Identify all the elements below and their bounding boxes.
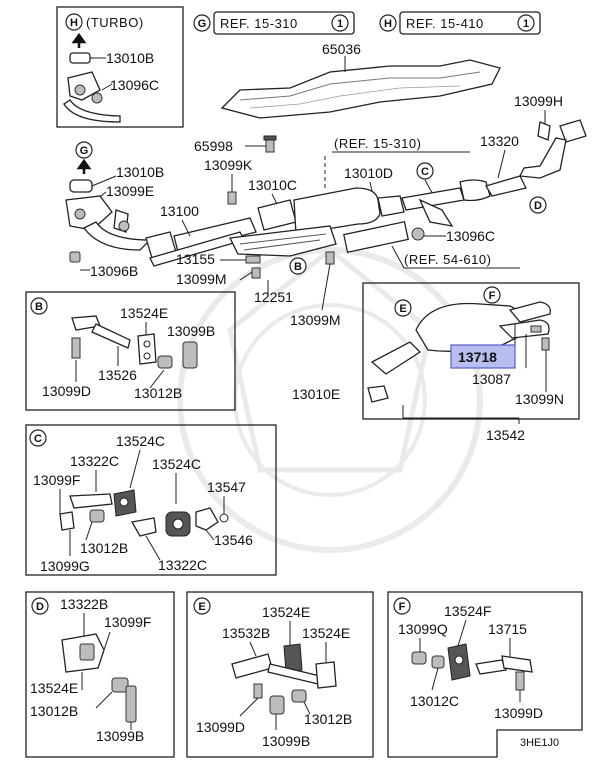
label-13099f-c: 13099F [33,472,80,488]
label-13099e: 13099E [106,183,154,199]
turbo-box-title: (TURBO) [86,15,144,30]
turbo-inset-box: H (TURBO) 13010B 13096C [56,6,184,128]
ref-15-310-text: (REF. 15-310) [334,136,421,151]
box-b: B 13524E 13099B 13526 13099D 13012B [25,291,236,411]
label-13099n: 13099N [515,391,564,407]
callout-e-box: E [198,601,205,613]
turbo-box-letter: H [70,17,78,29]
box-d: D 13322B 13099F 13524E 13012B 13099B [25,591,175,758]
muffler-section: E F 13718 13087 13099N 13010E 13542 [292,282,580,443]
label-13322c-b: 13322C [158,557,207,573]
label-65998: 65998 [194,138,233,154]
label-13010b-h: 13010B [106,50,154,66]
label-13524e-b: 13524E [120,305,168,321]
label-13099g: 13099G [40,558,90,574]
label-13099m-a: 13099M [176,271,227,287]
diagram-code: 3HE1J0 [520,737,559,749]
label-13010c: 13010C [248,177,297,193]
label-13096c: 13096C [446,228,495,244]
label-13322c-a: 13322C [70,453,119,469]
label-13012b-d: 13012B [30,703,78,719]
ref-h-header: H REF. 15-410 1 [379,11,541,35]
callout-f-muffler: F [489,290,496,302]
label-13322b: 13322B [60,596,108,612]
label-13718-highlighted[interactable]: 13718 [458,349,497,365]
ref-h-letter: H [384,18,392,30]
front-pipe-13100: 13100 13096B [65,195,257,279]
heat-shield-65036: 65036 [220,41,501,119]
g-group: G 13010B 13099E [69,141,164,201]
label-13715: 13715 [488,621,527,637]
callout-f-box: F [399,601,406,613]
bolt-65998: 65998 [194,135,277,154]
label-13099d-b: 13099D [42,383,91,399]
up-arrow-icon [76,158,92,174]
label-13010b-g: 13010B [116,164,164,180]
ref-54-610-text: (REF. 54-610) [404,252,491,267]
center-pipe-catalyst [229,175,527,257]
label-13099q: 13099Q [398,621,448,637]
callout-b-box: B [35,301,43,313]
label-65036: 65036 [322,41,361,57]
callout-c-box: C [34,433,42,445]
label-13012b-e: 13012B [304,711,352,727]
label-13099m-b: 13099M [290,312,341,328]
callout-e-muffler: E [399,303,406,315]
label-13099b-d: 13099B [96,728,144,744]
label-13012b-c: 13012B [80,540,128,556]
box-f: F 13524F 13099Q 13715 13012C 13099D [387,591,583,758]
callout-d: D [534,200,542,212]
callout-b: B [294,261,302,273]
label-13526: 13526 [98,367,137,383]
label-13099h: 13099H [514,93,563,109]
label-13100: 13100 [160,203,199,219]
ref-h-text: REF. 15-410 [406,16,484,31]
label-13096b: 13096B [90,263,138,279]
callout-g: G [80,145,89,157]
label-13010e: 13010E [292,386,340,402]
label-13524f: 13524F [444,603,491,619]
label-13547: 13547 [207,479,246,495]
callout-c: C [421,166,429,178]
label-13524e-e-a: 13524E [262,604,310,620]
up-arrow-icon [71,32,87,48]
label-13099b-b: 13099B [167,323,215,339]
box-c: C 13524C 13322C 13524C 13099F 13547 1354… [25,424,277,576]
label-13099d-f: 13099D [494,705,543,721]
label-13542: 13542 [486,427,525,443]
ref-h-num: 1 [523,18,529,30]
label-13087: 13087 [472,371,511,387]
label-13155: 13155 [176,251,215,267]
label-13524c-b: 13524C [152,456,201,472]
label-13010d: 13010D [344,165,393,181]
watermark-emblem [177,246,483,553]
label-13096c-h: 13096C [110,77,159,93]
label-13524c-a: 13524C [116,433,165,449]
ref-g-text: REF. 15-310 [220,16,298,31]
callout-d-box: D [36,601,44,613]
ref-g-num: 1 [337,18,343,30]
label-13099b-e: 13099B [262,733,310,749]
label-12251: 12251 [254,289,293,305]
label-13012b-b: 13012B [134,385,182,401]
label-13099f-d: 13099F [104,614,151,630]
box-e: E 13524E 13532B 13524E 13099D 13012B 130… [186,591,374,758]
ref-g-header: G REF. 15-310 1 [193,11,355,35]
label-13524e-e-b: 13524E [302,625,350,641]
label-13532b: 13532B [222,625,270,641]
ref-g-letter: G [198,18,207,30]
label-13320: 13320 [480,133,519,149]
label-13099k: 13099K [204,157,253,173]
front-pipe-13099h: 13099H [514,93,587,179]
ref-15-310: (REF. 15-310) [324,136,470,190]
label-13546: 13546 [214,532,253,548]
label-13099d-e: 13099D [196,719,245,735]
label-13012c: 13012C [410,693,459,709]
label-13524e-d: 13524E [30,680,78,696]
